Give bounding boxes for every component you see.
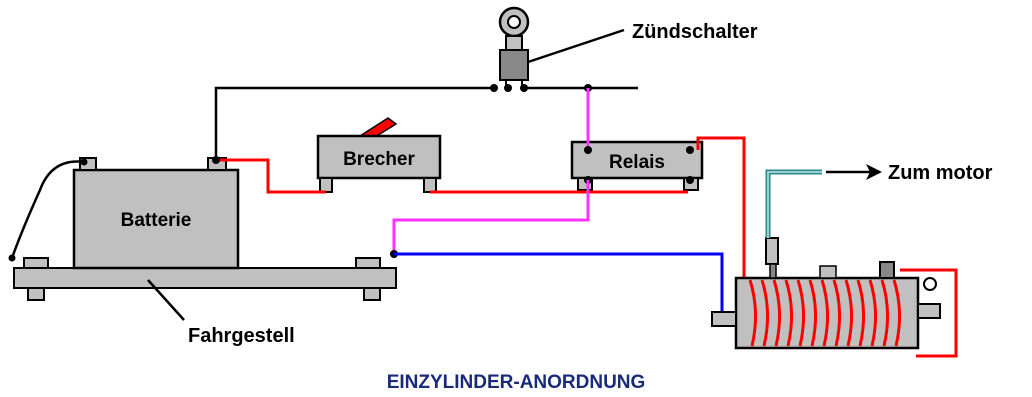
coil-winding (856, 279, 866, 347)
relay-label: Relais (609, 152, 665, 173)
ground-wire (10, 160, 85, 259)
ignition-switch-leader (527, 28, 625, 64)
red-wire-relay-coil (696, 136, 746, 290)
relay: Relais (570, 140, 704, 191)
coil-winding (880, 279, 890, 347)
coil-winding (808, 279, 818, 347)
coil-winding (784, 279, 794, 347)
coil-winding (748, 279, 758, 347)
coil-winding (892, 279, 902, 347)
coil-winding (832, 279, 842, 347)
coil-winding (820, 279, 830, 347)
chassis-label: Fahrgestell (188, 325, 295, 347)
breaker: Brecher (316, 117, 442, 193)
coil-winding (844, 279, 854, 347)
coil-windings (748, 279, 902, 347)
coil-winding (868, 279, 878, 347)
battery: Batterie (72, 157, 240, 270)
battery-label: Batterie (121, 210, 192, 231)
coil-winding (772, 279, 782, 347)
ignition-coil (711, 237, 941, 350)
supply-wire-black (214, 86, 494, 160)
chassis-leader (147, 279, 185, 321)
coil-winding (760, 279, 770, 347)
coil-winding (796, 279, 806, 347)
ht-lead (765, 169, 822, 238)
arrow-to-motor-icon (826, 164, 882, 180)
ignition-switch (498, 6, 530, 88)
magenta-wire-relay-chassis (392, 180, 590, 254)
ignition-switch-label: Zündschalter (632, 21, 758, 43)
blue-wire-chassis-coil (394, 252, 724, 312)
diagram-caption: EINZYLINDER-ANORDNUNG (387, 372, 646, 393)
to-motor-label: Zum motor (888, 162, 993, 184)
red-wire-coil-loop (900, 268, 958, 358)
red-wire-battery-breaker (216, 158, 326, 194)
breaker-label: Brecher (343, 149, 415, 170)
